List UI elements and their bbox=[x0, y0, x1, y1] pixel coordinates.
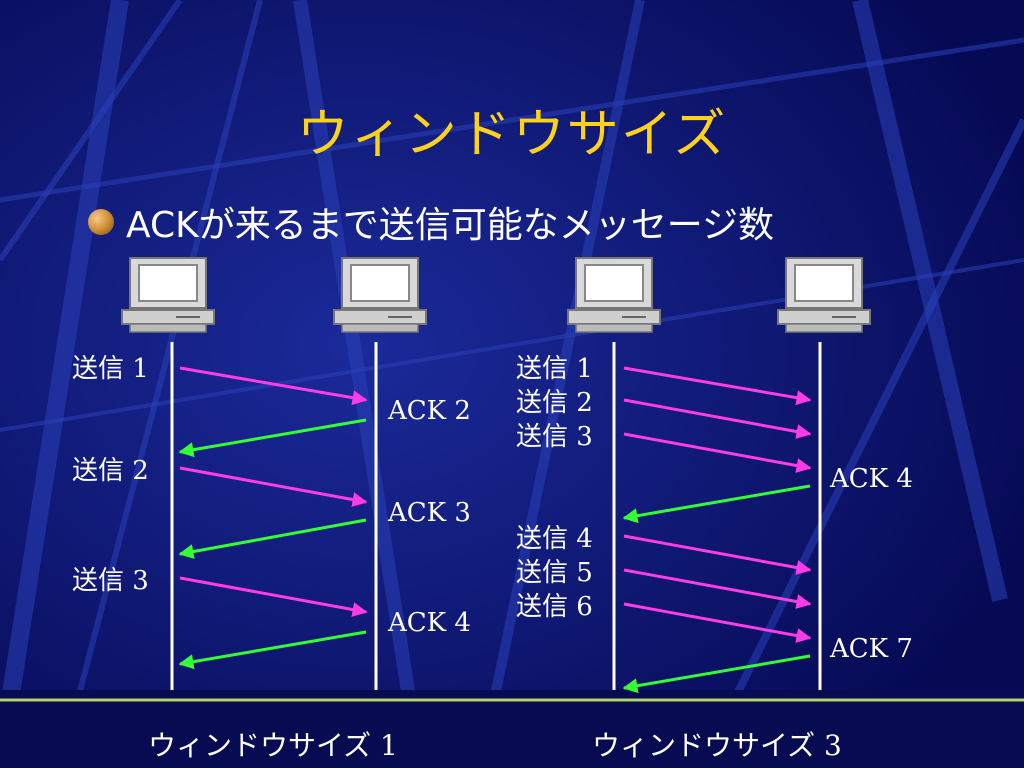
ack-label: ACK 2 bbox=[388, 396, 471, 426]
send-arrow bbox=[179, 576, 368, 617]
send-label: 送信 3 bbox=[72, 566, 149, 596]
send-label: 送信 4 bbox=[516, 524, 593, 554]
computer-icon bbox=[567, 257, 661, 333]
caption-window-size-1: ウィンドウサイズ 1 bbox=[148, 729, 398, 762]
send-arrow bbox=[623, 432, 812, 473]
ack-label: ACK 4 bbox=[388, 608, 471, 638]
ack-label: ACK 7 bbox=[830, 634, 913, 664]
send-arrow bbox=[623, 568, 812, 609]
send-arrow bbox=[623, 398, 812, 439]
bullet-icon bbox=[88, 209, 114, 235]
send-label: 送信 2 bbox=[72, 456, 149, 486]
ack-label: ACK 4 bbox=[830, 464, 913, 494]
send-arrow bbox=[179, 366, 368, 406]
send-label: 送信 5 bbox=[516, 558, 593, 588]
computer-icon bbox=[777, 257, 871, 333]
send-label: 送信 6 bbox=[516, 592, 593, 622]
send-arrow bbox=[179, 466, 368, 507]
bullet-text: ACKが来るまで送信可能なメッセージ数 bbox=[126, 205, 775, 246]
ack-arrow bbox=[178, 630, 367, 670]
send-arrow bbox=[623, 534, 812, 575]
send-label: 送信 1 bbox=[516, 354, 593, 384]
send-label: 送信 2 bbox=[516, 388, 593, 418]
slide-title: ウィンドウサイズ bbox=[296, 105, 728, 165]
ack-arrow bbox=[178, 418, 367, 458]
computer-icon bbox=[333, 257, 427, 333]
ack-arrow bbox=[622, 654, 811, 694]
send-arrow bbox=[623, 602, 812, 643]
send-arrow bbox=[623, 366, 812, 406]
send-label: 送信 3 bbox=[516, 422, 593, 452]
ack-label: ACK 3 bbox=[388, 498, 471, 528]
bullet-item: ACKが来るまで送信可能なメッセージ数 bbox=[88, 196, 774, 248]
caption-window-size-3: ウィンドウサイズ 3 bbox=[592, 729, 842, 762]
computer-icon bbox=[121, 257, 215, 333]
send-label: 送信 1 bbox=[72, 354, 149, 384]
ack-arrow bbox=[178, 518, 367, 559]
ack-arrow bbox=[622, 484, 811, 524]
